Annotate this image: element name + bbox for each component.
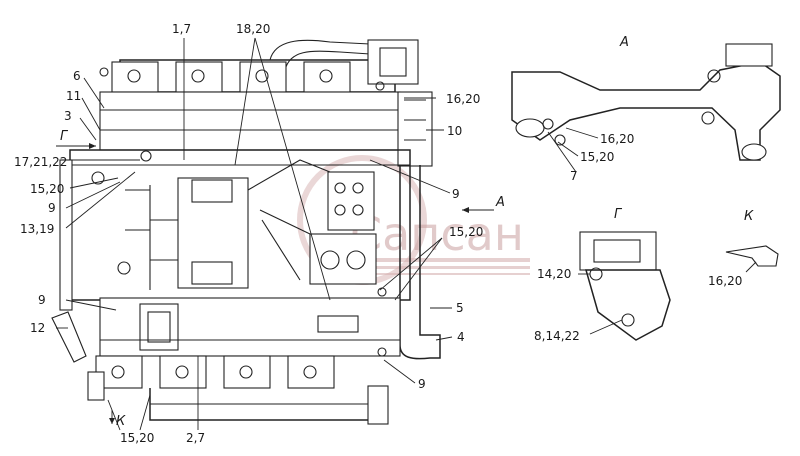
- callout-3: 3: [64, 109, 72, 123]
- callout-1-7: 1,7: [172, 22, 191, 36]
- callout-9-right-lower: 9: [418, 377, 426, 391]
- callout-15-20-left: 15,20: [30, 182, 64, 196]
- view-g-title: Г: [614, 207, 623, 222]
- callout-2-7: 2,7: [186, 431, 205, 445]
- callout-15-20-mid: 15,20: [449, 225, 483, 239]
- callout-10: 10: [447, 124, 462, 138]
- callout-18-20: 18,20: [236, 22, 270, 36]
- callout-k-arrow: К: [116, 414, 126, 429]
- callout-g-arrow: Г: [60, 129, 69, 144]
- callout-13-19: 13,19: [20, 222, 54, 236]
- callout-a-arrow: А: [495, 195, 505, 210]
- watermark-text: Сапсан: [350, 207, 524, 261]
- view-g-callout-8-14-22: 8,14,22: [534, 329, 580, 343]
- view-g-drawing: [578, 231, 671, 341]
- callout-15-20-bottom: 15,20: [120, 431, 154, 445]
- view-g-callout-14-20: 14,20: [537, 267, 571, 281]
- callout-11: 11: [66, 89, 81, 103]
- view-k-title: К: [744, 209, 754, 224]
- callout-5: 5: [456, 301, 464, 315]
- callout-12: 12: [30, 321, 45, 335]
- callout-9-left-lower: 9: [38, 293, 46, 307]
- view-k-drawing: [725, 245, 779, 273]
- callout-9-left-upper: 9: [48, 201, 56, 215]
- view-a-callout-16-20: 16,20: [600, 132, 634, 146]
- view-a-callout-15-20: 15,20: [580, 150, 614, 164]
- view-a-callout-7: 7: [570, 169, 578, 183]
- callout-4: 4: [457, 330, 465, 344]
- view-a-drawing: [511, 43, 781, 173]
- leader-lines: [56, 37, 494, 431]
- callout-16-20-top: 16,20: [446, 92, 480, 106]
- view-a-title: А: [619, 35, 629, 50]
- engine-assembly: [51, 39, 441, 425]
- view-k-callout-16-20: 16,20: [708, 274, 742, 288]
- callout-6: 6: [73, 69, 81, 83]
- callout-9-right-upper: 9: [452, 187, 460, 201]
- callout-17-21-22: 17,21,22: [14, 155, 67, 169]
